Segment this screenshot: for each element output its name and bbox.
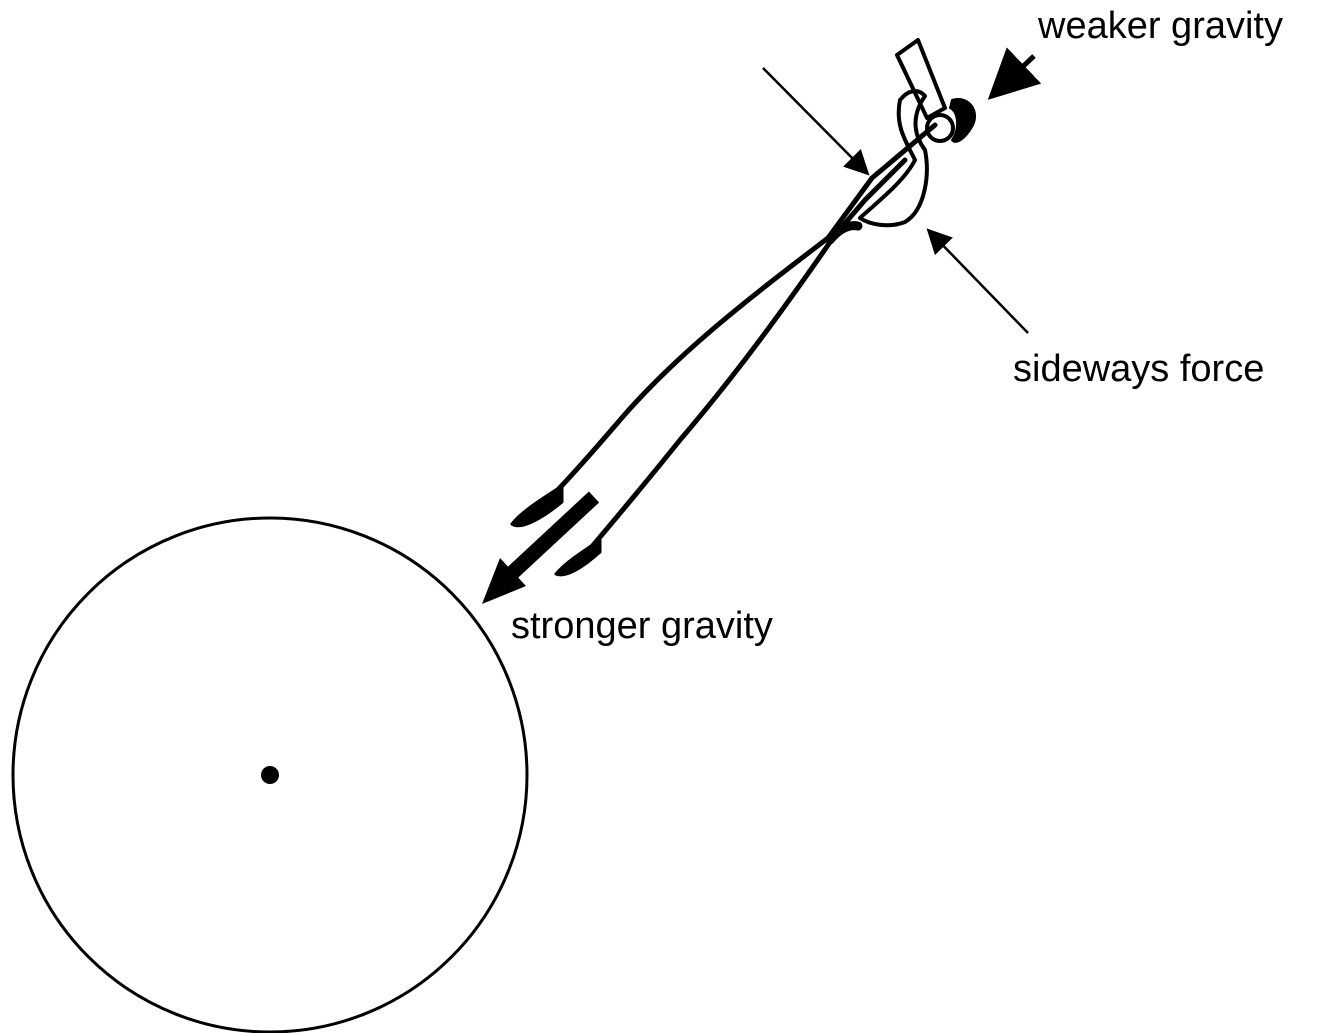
stronger-gravity-arrow [482, 491, 600, 604]
figure-hip [825, 221, 863, 245]
figure-right-strand [582, 157, 908, 558]
figure-head-blob [949, 98, 976, 143]
figure-tank [895, 38, 947, 120]
sideways-force-arrow [926, 228, 1029, 334]
stretched-figure [510, 38, 976, 577]
planet-outline [11, 516, 529, 1033]
weaker-gravity-arrow [987, 47, 1042, 100]
planet-center-dot [261, 766, 279, 784]
weaker-gravity-label: weaker gravity [1037, 5, 1283, 47]
figure-helmet [925, 113, 955, 143]
figure-right-foot [554, 538, 602, 577]
planet [11, 516, 529, 1033]
sideways-force-label: sideways force [1013, 348, 1264, 390]
figure-left-foot [510, 484, 564, 528]
stronger-gravity-label: stronger gravity [511, 605, 773, 647]
arrows [482, 47, 1042, 604]
figure-left-strand [545, 122, 938, 503]
figure-arm-loop [858, 89, 929, 228]
pointer-arrow-top [762, 67, 870, 176]
